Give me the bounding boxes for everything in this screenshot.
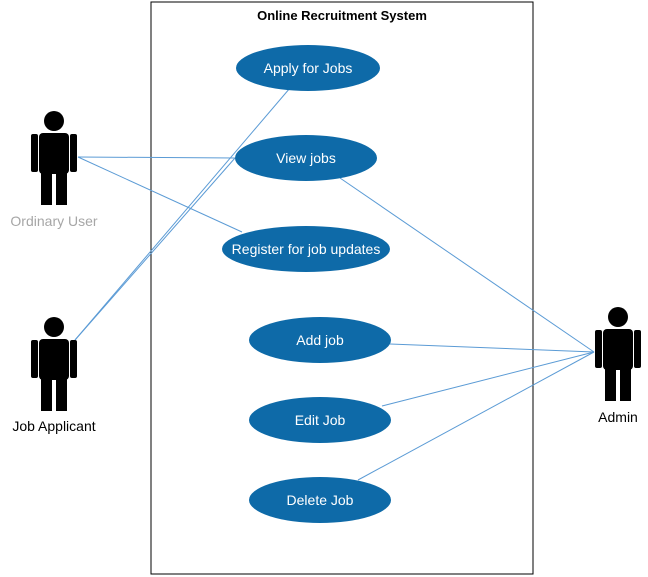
- use-case-label: Apply for Jobs: [264, 60, 353, 76]
- system-title: Online Recruitment System: [257, 8, 427, 23]
- actor-ordinary-user[interactable]: Ordinary User: [10, 111, 98, 229]
- use-case-label: Add job: [296, 332, 344, 348]
- use-case-apply-for-jobs[interactable]: Apply for Jobs: [236, 45, 380, 91]
- use-case-add-job[interactable]: Add job: [249, 317, 391, 363]
- stick-figure-icon: [31, 317, 77, 411]
- use-case-register-for-job-updates[interactable]: Register for job updates: [222, 226, 390, 272]
- actor-job-applicant[interactable]: Job Applicant: [12, 317, 96, 434]
- association-admin-view-jobs: [339, 177, 595, 353]
- association-lines: [74, 87, 595, 481]
- association-job-applicant-apply-for-jobs: [74, 87, 291, 341]
- association-admin-add-job: [389, 343, 595, 353]
- association-ordinary-user-register-for-job-updates: [77, 156, 243, 233]
- association-job-applicant-view-jobs: [74, 157, 236, 341]
- stick-figure-icon: [31, 111, 77, 205]
- association-admin-delete-job: [357, 351, 595, 481]
- actor-admin[interactable]: Admin: [595, 307, 641, 425]
- use-case-label: Edit Job: [295, 412, 346, 428]
- use-case-label: View jobs: [276, 150, 336, 166]
- actor-label: Admin: [598, 409, 638, 425]
- actor-label: Job Applicant: [12, 418, 95, 434]
- use-case-edit-job[interactable]: Edit Job: [249, 397, 391, 443]
- use-case-label: Register for job updates: [232, 241, 381, 257]
- stick-figure-icon: [595, 307, 641, 401]
- use-case-view-jobs[interactable]: View jobs: [235, 135, 377, 181]
- association-admin-edit-job: [381, 351, 595, 407]
- use-case-label: Delete Job: [287, 492, 354, 508]
- use-case-delete-job[interactable]: Delete Job: [249, 477, 391, 523]
- association-ordinary-user-view-jobs: [77, 156, 236, 159]
- actor-label: Ordinary User: [10, 213, 97, 229]
